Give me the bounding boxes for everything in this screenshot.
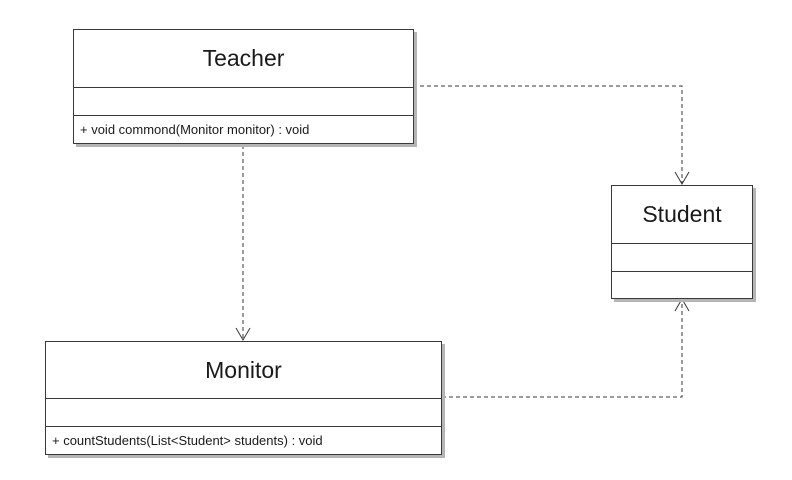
class-student-name: Student [612, 186, 752, 244]
class-teacher-attributes [74, 88, 413, 116]
dependency-monitor-student [442, 300, 683, 398]
arrowhead-teacher-monitor [235, 327, 251, 341]
class-monitor-attributes [46, 399, 441, 427]
class-monitor[interactable]: Monitor + countStudents(List<Student> st… [45, 341, 442, 455]
class-monitor-name: Monitor [46, 342, 441, 399]
arrowhead-teacher-student [674, 171, 690, 185]
class-student[interactable]: Student [611, 185, 753, 299]
class-teacher-operation: + void commond(Monitor monitor) : void [80, 122, 310, 137]
dependency-teacher-student [413, 85, 683, 183]
class-monitor-operation: + countStudents(List<Student> students) … [52, 433, 323, 448]
class-teacher[interactable]: Teacher + void commond(Monitor monitor) … [73, 29, 414, 144]
class-student-operations [612, 272, 752, 298]
arrowhead-monitor-student [674, 298, 690, 312]
class-student-attributes [612, 244, 752, 272]
class-teacher-name: Teacher [74, 30, 413, 88]
